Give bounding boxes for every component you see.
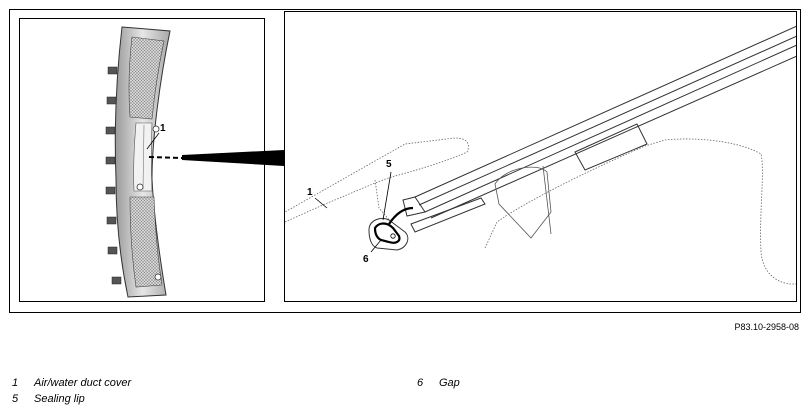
callout-5-detail: 5 <box>386 159 392 170</box>
callout-6-detail: 6 <box>363 254 369 265</box>
legend-text: Gap <box>439 377 460 389</box>
legend-text: Air/water duct cover <box>34 377 132 389</box>
legend-number: 1 <box>12 377 19 389</box>
legend-item-5: 5 Sealing lip <box>12 393 85 405</box>
duct-cover-overview-illustration: 1 <box>105 26 171 298</box>
detail-section-panel: 1 5 6 <box>284 11 797 302</box>
callout-1-overview: 1 <box>160 123 166 134</box>
legend-text: Sealing lip <box>34 393 85 405</box>
figure-frame <box>9 9 801 313</box>
legend-number: 6 <box>417 377 424 389</box>
callout-1-detail: 1 <box>307 187 313 198</box>
sealing-lip-section-illustration: 1 5 6 <box>285 25 796 285</box>
overview-panel: 1 <box>19 18 265 302</box>
legend-item-6: 6 Gap <box>417 377 460 389</box>
figure-id: P83.10-2958-08 <box>734 322 799 332</box>
legend-number: 5 <box>12 393 19 405</box>
legend-item-1: 1 Air/water duct cover <box>12 377 131 389</box>
